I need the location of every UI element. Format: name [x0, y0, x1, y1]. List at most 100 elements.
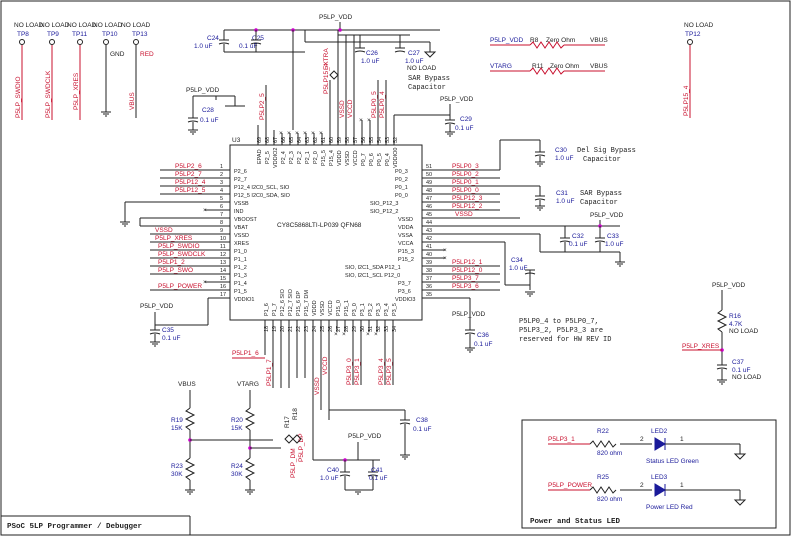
svg-text:22: 22 — [296, 326, 302, 332]
svg-text:10: 10 — [220, 236, 226, 242]
svg-text:P5LP3_4: P5LP3_4 — [378, 358, 385, 385]
svg-text:61: 61 — [321, 137, 327, 143]
svg-text:P5LP_POWER: P5LP_POWER — [158, 283, 202, 290]
svg-text:P2_7: P2_7 — [234, 177, 247, 183]
svg-text:39: 39 — [426, 260, 432, 266]
svg-text:P15_2: P15_2 — [398, 257, 414, 263]
tp13-pad[interactable] — [133, 39, 139, 45]
tp11-net: P5LP_XRES — [73, 72, 80, 110]
svg-text:SIO_P12_2: SIO_P12_2 — [370, 209, 398, 215]
tp12-net: P5LP15_4 — [683, 85, 690, 116]
tp13-note: NO LOAD — [121, 22, 151, 29]
svg-text:SIO, I2C1_SCL P12_0: SIO, I2C1_SCL P12_0 — [345, 273, 400, 279]
svg-text:33: 33 — [384, 326, 390, 332]
svg-text:×: × — [443, 247, 447, 254]
tp10-pad[interactable] — [103, 39, 109, 45]
top-net-vccd: VCCD — [347, 99, 354, 118]
led-box-frame — [521, 419, 777, 529]
tp11-pad[interactable] — [77, 39, 83, 45]
bot-net-p1-6: P5LP1_6 — [232, 350, 259, 357]
c25-val: 0.1 uF — [239, 43, 257, 50]
tp12-pad[interactable] — [687, 39, 693, 45]
svg-text:53: 53 — [385, 137, 391, 143]
tp8-pad[interactable] — [19, 39, 25, 45]
c24-ref: C24 — [207, 35, 219, 42]
r11-val: Zero Ohm — [550, 63, 579, 70]
chip-body[interactable] — [229, 144, 423, 321]
svg-text:VDDIO0: VDDIO0 — [393, 148, 399, 168]
svg-text:P5LP_XRES: P5LP_XRES — [682, 343, 720, 350]
svg-text:P0_7: P0_7 — [361, 153, 367, 166]
tp9-pad[interactable] — [49, 39, 55, 45]
